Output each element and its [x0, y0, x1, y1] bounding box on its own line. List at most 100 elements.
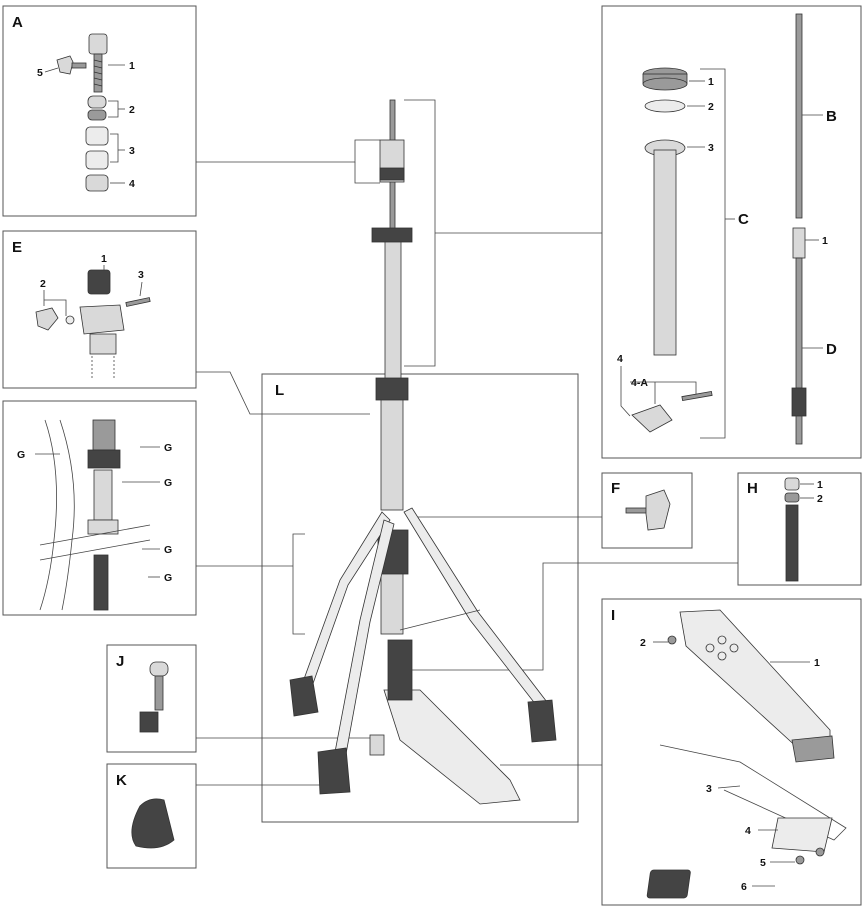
panel-letter-j: J	[116, 653, 124, 670]
panel-letter-h: H	[747, 480, 758, 497]
d-spring-end	[791, 387, 807, 417]
g-collar	[87, 519, 119, 535]
part-label-h2: 2	[817, 493, 823, 505]
panel-e: E 1 2 3	[12, 239, 151, 378]
part-label-c4a: 4-A	[631, 377, 648, 389]
panel-k: K	[116, 772, 175, 849]
panel-bcd-frame	[601, 5, 862, 459]
part-label-i1: 1	[814, 657, 820, 669]
wing-screw	[56, 55, 87, 75]
d-coupler	[792, 227, 806, 259]
clamp-wing-screw	[35, 307, 59, 331]
h-chain	[785, 504, 799, 582]
stand-base-tube	[380, 573, 404, 635]
panel-letter-d: D	[826, 341, 837, 358]
part-label-e3: 3	[138, 269, 144, 281]
stand-cup	[371, 227, 413, 243]
panel-a: A 1 2 3 4 5	[12, 14, 135, 192]
panel-letter-l: L	[275, 382, 284, 399]
c-tube	[653, 149, 677, 356]
i-rubber-pad	[646, 869, 691, 899]
h-washer	[784, 492, 800, 503]
clamp-tube	[89, 333, 117, 355]
clutch-felt-bottom	[85, 150, 109, 170]
panel-bcd: 1 2 3 4 4-A C B 1 D	[617, 13, 837, 445]
i-small-screw	[667, 635, 677, 645]
panel-i: I 1 2 3 4 5 6	[611, 607, 847, 899]
clutch-washer	[87, 95, 107, 109]
panel-g: G G G G G	[17, 419, 172, 611]
part-label-g3: G	[164, 477, 172, 489]
b-upper-rod	[795, 13, 803, 219]
j-screw-head	[149, 661, 169, 677]
panel-letter-c: C	[738, 211, 749, 228]
panel-l-frame	[261, 373, 579, 823]
k-rubber-foot	[131, 798, 175, 849]
stand-lower-tube	[380, 399, 404, 511]
part-label-h1: 1	[817, 479, 823, 491]
clamp-washer	[65, 315, 75, 325]
panel-j-frame	[106, 644, 197, 753]
i-heel	[791, 735, 835, 763]
stand-spring-housing	[369, 734, 385, 756]
part-label-a4: 4	[129, 178, 135, 190]
part-label-i2: 2	[640, 637, 646, 649]
clutch-bolt	[88, 33, 108, 93]
g-tube	[93, 469, 113, 521]
stand-memory-clamp	[375, 377, 409, 401]
j-spring	[139, 711, 159, 733]
clamp-body	[79, 304, 125, 335]
panel-letter-f: F	[611, 480, 620, 497]
part-label-e2: 2	[40, 278, 46, 290]
stand-leg-right	[403, 507, 551, 711]
panel-h: H 1 2	[747, 477, 823, 582]
stand-chain	[387, 639, 413, 701]
part-label-g5: G	[164, 572, 172, 584]
part-label-e1: 1	[101, 253, 107, 265]
panel-letter-e: E	[12, 239, 22, 256]
part-label-g2: G	[164, 442, 172, 454]
part-label-c2: 2	[708, 101, 714, 113]
panel-g-frame	[2, 400, 197, 616]
i-footboard	[679, 609, 831, 751]
clutch-bushing	[87, 109, 107, 121]
panel-a-frame	[2, 5, 197, 217]
panel-i-frame	[601, 598, 862, 906]
part-label-i4: 4	[745, 825, 751, 837]
stand-foot-front	[317, 747, 351, 795]
stand-foot-right	[527, 699, 557, 743]
stand-upper-tube	[384, 241, 402, 383]
part-label-c4: 4	[617, 353, 623, 365]
part-label-c3: 3	[708, 142, 714, 154]
clamp-bolt	[125, 297, 151, 307]
panel-letter-b: B	[826, 108, 837, 125]
panel-f-frame	[601, 472, 693, 549]
stand-footboard	[383, 689, 521, 805]
part-label-g4: G	[164, 544, 172, 556]
stand-foot-left	[289, 675, 319, 717]
part-label-a5: 5	[37, 67, 43, 79]
panel-f: F	[611, 480, 671, 531]
clutch-nut	[85, 174, 109, 192]
part-label-d1: 1	[822, 235, 828, 247]
stand-leg-left	[299, 511, 391, 693]
clutch-felt-top	[85, 126, 109, 146]
c-washer	[644, 99, 686, 113]
panel-letter-i: I	[611, 607, 615, 624]
g-spring	[92, 419, 116, 451]
g-chain	[93, 554, 109, 611]
part-label-a2: 2	[129, 104, 135, 116]
i-screw	[795, 855, 805, 865]
part-label-i3: 3	[706, 783, 712, 795]
part-label-g1: G	[17, 449, 25, 461]
panel-letter-a: A	[12, 14, 23, 31]
g-lock-ring	[87, 449, 121, 469]
clamp-sleeve	[87, 269, 111, 295]
panel-e-frame	[2, 230, 197, 389]
h-nut	[784, 477, 800, 491]
panel-k-frame	[106, 763, 197, 869]
part-label-c1: 1	[708, 76, 714, 88]
part-label-i5: 5	[760, 857, 766, 869]
panel-h-frame	[737, 472, 862, 586]
